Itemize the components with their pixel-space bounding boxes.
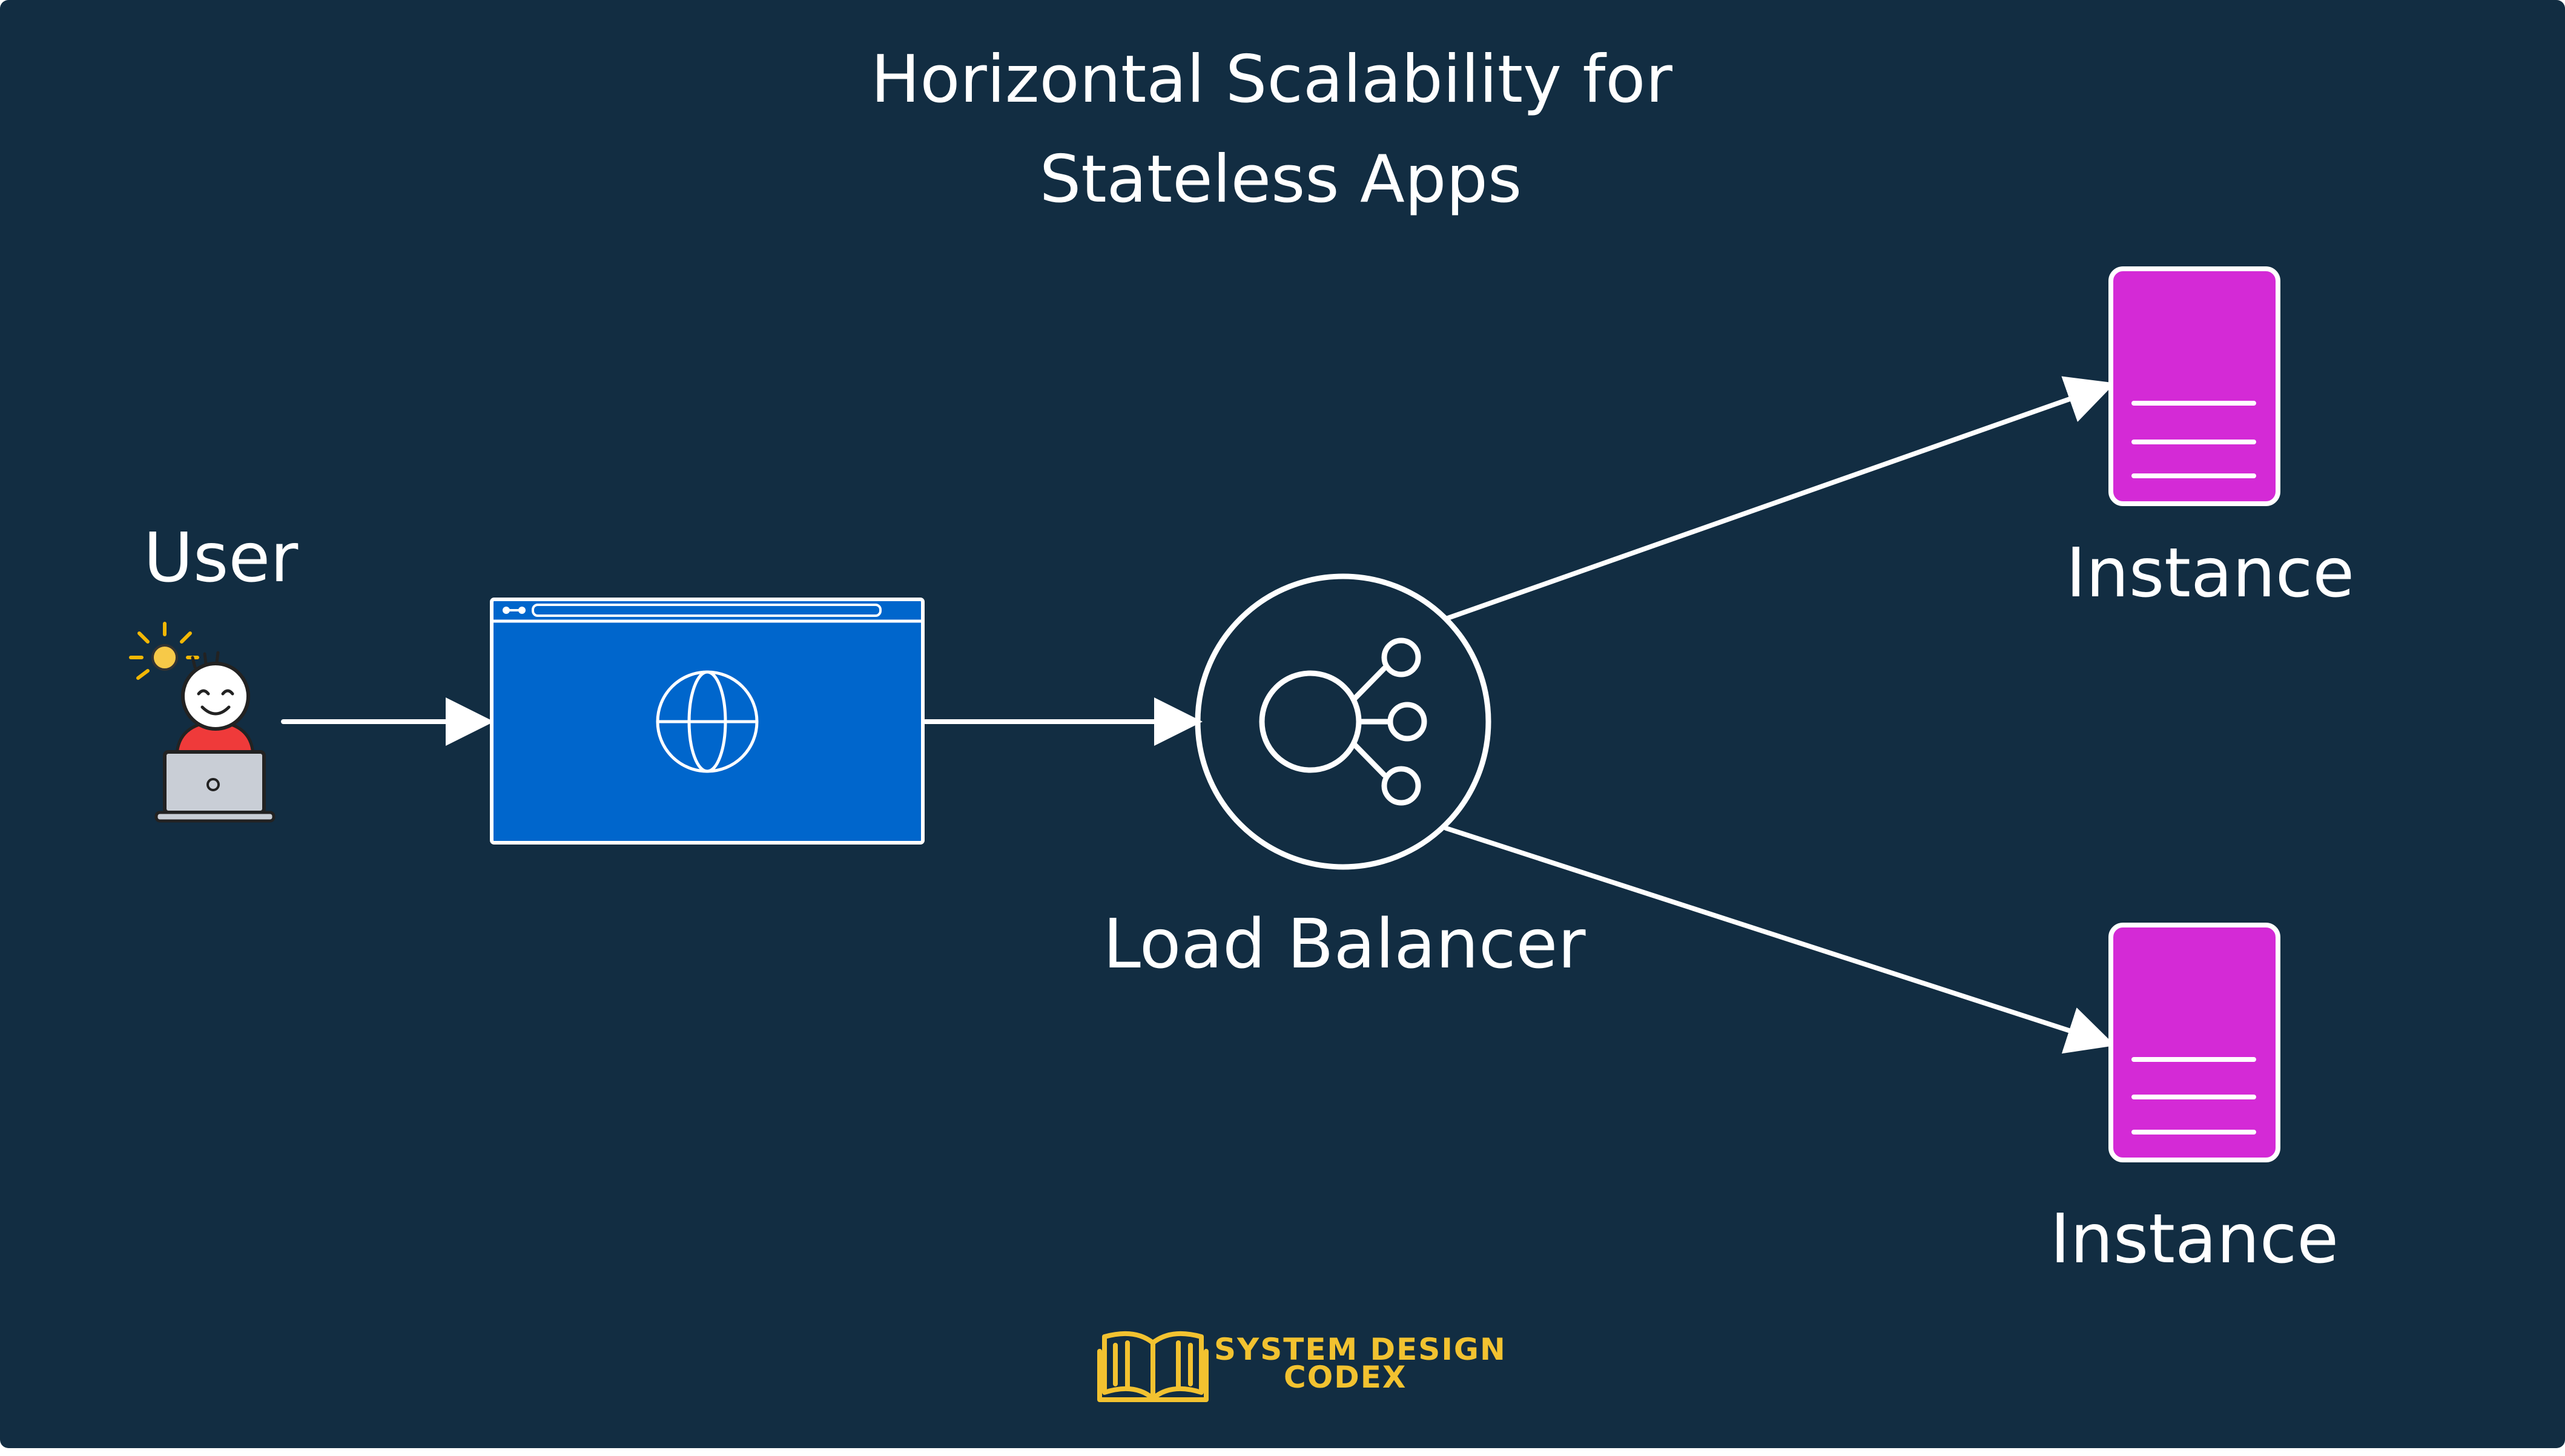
browser-node: [490, 598, 925, 845]
instance-top-node: Instance: [2066, 266, 2354, 613]
brand-line-2: CODEX: [1284, 1360, 1407, 1395]
instance-bottom-box: [2108, 923, 2280, 1162]
branding: SYSTEM DESIGN CODEX: [1097, 1331, 1507, 1402]
instance-top-label: Instance: [2066, 534, 2354, 613]
browser-nav-arrows-icon: [503, 607, 526, 614]
share-network-icon: [1259, 637, 1427, 806]
globe-icon: [656, 670, 759, 773]
brand-line-1: SYSTEM DESIGN: [1214, 1332, 1507, 1367]
instance-bottom-label: Instance: [2050, 1200, 2339, 1279]
load-balancer-circle: [1195, 573, 1491, 870]
browser-address-bar: [532, 604, 882, 617]
server-document-icon: [2108, 266, 2280, 506]
diagram-title-line-2: Stateless Apps: [1040, 142, 1522, 217]
user-at-laptop-icon: [129, 622, 276, 823]
server-document-icon: [2108, 923, 2280, 1162]
lightbulb-icon: [129, 622, 199, 680]
diagram-title-line-1: Horizontal Scalability for: [871, 42, 1672, 117]
edges: [281, 376, 2116, 1054]
edge-load-balancer-to-instance-top: [1444, 376, 2116, 621]
user-label: User: [144, 519, 299, 598]
open-book-icon: [1097, 1331, 1209, 1402]
instance-bottom-node: Instance: [2050, 923, 2339, 1279]
load-balancer-node: Load Balancer: [1103, 573, 1586, 984]
load-balancer-label: Load Balancer: [1103, 905, 1586, 984]
edge-load-balancer-to-instance-bottom: [1444, 826, 2116, 1054]
instance-top-box: [2108, 266, 2280, 506]
user-node: User: [129, 519, 299, 823]
